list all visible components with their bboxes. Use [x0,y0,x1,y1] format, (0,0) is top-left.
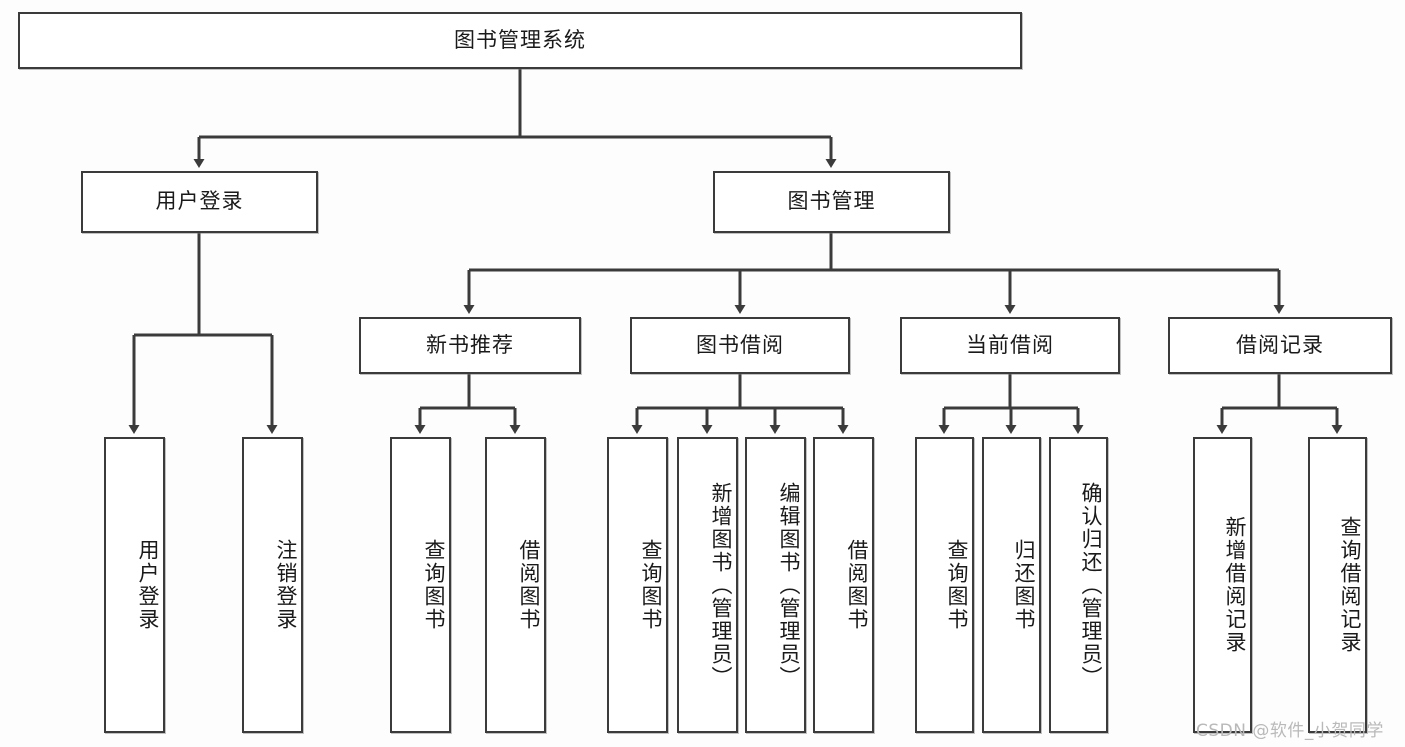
node-leaf-query-record-label: 查询借阅记录 [1338,516,1362,654]
node-leaf-confirm-return-label: 确认归还（管理员） [1079,481,1103,689]
node-leaf-query-book-2[interactable]: 查询图书 [607,437,668,733]
node-book-borrow-label: 图书借阅 [696,332,784,357]
node-leaf-add-record[interactable]: 新增借阅记录 [1193,437,1252,733]
node-leaf-query-book-3-label: 查询图书 [945,539,969,631]
node-leaf-return-book-label: 归还图书 [1012,539,1036,631]
node-leaf-query-book-1-label: 查询图书 [422,539,446,631]
node-leaf-add-book-label: 新增图书（管理员） [709,481,733,689]
node-root[interactable]: 图书管理系统 [18,12,1022,69]
node-leaf-add-book[interactable]: 新增图书（管理员） [677,437,738,733]
node-leaf-borrow-book-2-label: 借阅图书 [845,539,869,631]
node-user-login-label: 用户登录 [155,189,244,214]
node-current-borrow[interactable]: 当前借阅 [900,317,1120,374]
node-leaf-query-record[interactable]: 查询借阅记录 [1308,437,1367,733]
node-leaf-user-login[interactable]: 用户登录 [104,437,165,733]
node-leaf-confirm-return[interactable]: 确认归还（管理员） [1049,437,1108,733]
node-leaf-borrow-book-1[interactable]: 借阅图书 [485,437,546,733]
node-leaf-borrow-book-2[interactable]: 借阅图书 [813,437,874,733]
node-leaf-borrow-book-1-label: 借阅图书 [517,539,541,631]
csdn-watermark: CSDN @软件_小贺同学 [1196,721,1384,741]
node-borrow-record[interactable]: 借阅记录 [1168,317,1392,374]
node-leaf-user-logout[interactable]: 注销登录 [242,437,303,733]
node-leaf-user-login-label: 用户登录 [136,539,160,631]
node-leaf-user-logout-label: 注销登录 [274,539,298,631]
node-new-book-rec-label: 新书推荐 [426,332,514,357]
node-root-label: 图书管理系统 [454,27,586,52]
node-leaf-edit-book-label: 编辑图书（管理员） [777,481,801,689]
node-leaf-query-book-2-label: 查询图书 [639,539,663,631]
node-leaf-return-book[interactable]: 归还图书 [982,437,1041,733]
node-book-manage-label: 图书管理 [787,189,876,214]
node-leaf-edit-book[interactable]: 编辑图书（管理员） [745,437,806,733]
node-user-login[interactable]: 用户登录 [81,171,318,233]
node-leaf-query-book-1[interactable]: 查询图书 [390,437,451,733]
node-leaf-query-book-3[interactable]: 查询图书 [915,437,974,733]
node-current-borrow-label: 当前借阅 [966,332,1054,357]
node-book-manage[interactable]: 图书管理 [713,171,950,233]
node-borrow-record-label: 借阅记录 [1236,332,1324,357]
node-leaf-add-record-label: 新增借阅记录 [1223,516,1247,654]
node-new-book-rec[interactable]: 新书推荐 [359,317,581,374]
node-book-borrow[interactable]: 图书借阅 [630,317,850,374]
